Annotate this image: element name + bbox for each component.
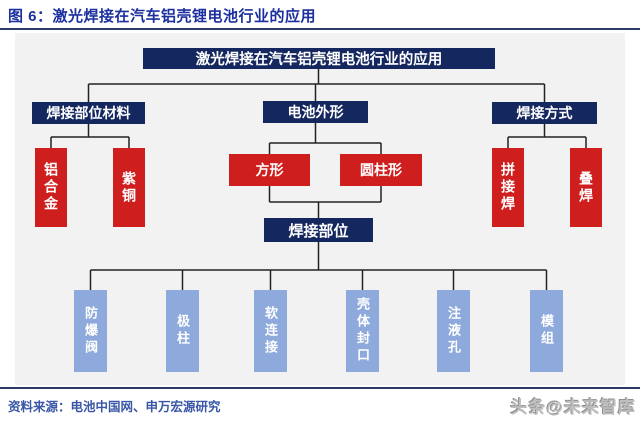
node-copper-label: 紫铜 xyxy=(121,170,137,205)
node-root-label: 激光焊接在汽车铝壳锂电池行业的应用 xyxy=(195,52,443,68)
node-shell-seal: 壳体封口 xyxy=(346,290,379,372)
node-square: 方形 xyxy=(229,154,310,186)
node-branch-weld-method-label: 焊接方式 xyxy=(516,105,573,121)
node-soft-connection-label: 软连接 xyxy=(263,305,278,357)
node-aluminum-alloy: 铝合金 xyxy=(35,148,67,227)
node-branch-weld-method: 焊接方式 xyxy=(492,102,597,124)
node-cylindrical-label: 圆柱形 xyxy=(360,162,402,178)
node-pole-label: 极柱 xyxy=(175,314,190,348)
source-note: 资料来源：电池中国网、申万宏源研究 xyxy=(8,400,221,414)
bottom-divider xyxy=(0,387,640,389)
node-module: 模组 xyxy=(530,290,563,372)
node-branch-weld-materials-label: 焊接部位材料 xyxy=(46,105,131,121)
node-stack-weld-label: 叠焊 xyxy=(578,170,594,205)
node-soft-connection: 软连接 xyxy=(254,290,287,372)
node-stack-weld: 叠焊 xyxy=(570,148,602,227)
title-divider xyxy=(0,28,640,30)
node-aluminum-alloy-label: 铝合金 xyxy=(43,162,59,213)
node-injection-hole: 注液孔 xyxy=(437,290,470,372)
node-splice-weld: 拼接焊 xyxy=(492,148,524,227)
node-weld-parts: 焊接部位 xyxy=(264,218,373,242)
watermark: 头条@未来智库 xyxy=(510,398,636,417)
node-explosion-proof-valve: 防爆阀 xyxy=(74,290,107,372)
node-branch-battery-shape: 电池外形 xyxy=(263,101,368,123)
node-pole: 极柱 xyxy=(166,290,199,372)
node-copper: 紫铜 xyxy=(113,148,145,227)
node-explosion-proof-valve-label: 防爆阀 xyxy=(83,305,98,357)
node-module-label: 模组 xyxy=(539,314,554,348)
node-shell-seal-label: 壳体封口 xyxy=(355,297,370,365)
node-cylindrical: 圆柱形 xyxy=(340,154,422,186)
node-branch-weld-materials: 焊接部位材料 xyxy=(32,102,145,124)
node-weld-parts-label: 焊接部位 xyxy=(288,222,349,240)
node-root: 激光焊接在汽车铝壳锂电池行业的应用 xyxy=(143,48,495,69)
node-square-label: 方形 xyxy=(255,162,284,178)
node-injection-hole-label: 注液孔 xyxy=(446,305,461,357)
node-splice-weld-label: 拼接焊 xyxy=(500,162,516,213)
figure-title: 图 6：激光焊接在汽车铝壳锂电池行业的应用 xyxy=(8,8,317,25)
node-branch-battery-shape-label: 电池外形 xyxy=(287,104,344,120)
